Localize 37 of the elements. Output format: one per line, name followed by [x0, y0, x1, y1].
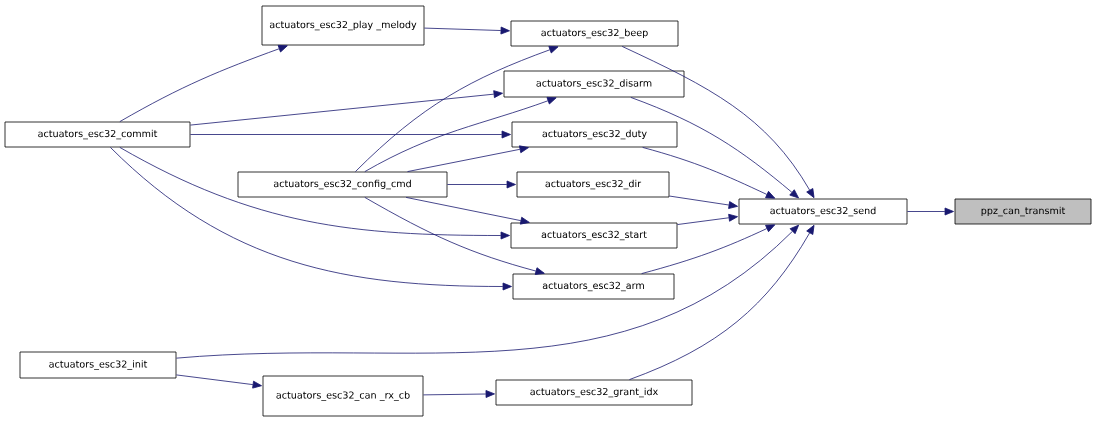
arrow	[629, 224, 815, 380]
function-box: actuators_esc32_start	[510, 222, 678, 249]
function-box: actuators_esc32_dir	[516, 171, 670, 198]
arrow	[176, 224, 799, 359]
arrow	[630, 97, 799, 199]
function-box: actuators_esc32_init	[19, 351, 177, 379]
function-box: actuators_esc32_play _melody	[261, 5, 425, 46]
arrow	[364, 197, 545, 275]
arrow	[642, 147, 776, 199]
arrow	[176, 374, 262, 389]
arrow	[110, 147, 512, 291]
arrow	[364, 96, 557, 172]
function-box: actuators_esc32_arm	[512, 273, 675, 300]
arrow	[190, 90, 503, 126]
function-box: actuators_esc32_config_cmd	[237, 171, 448, 198]
arrow	[423, 390, 495, 398]
arrow	[119, 147, 510, 240]
function-box: actuators_esc32_can _rx_cb	[262, 375, 424, 417]
arrow	[677, 213, 738, 225]
arrow	[405, 197, 530, 225]
function-box: actuators_esc32_send	[738, 198, 908, 225]
arrow	[407, 145, 529, 172]
function-box: actuators_esc32_grant_idx	[495, 379, 693, 406]
function-box: actuators_esc32_duty	[511, 121, 678, 148]
function-box: actuators_esc32_disarm	[503, 70, 685, 98]
arrow	[641, 224, 776, 274]
arrow	[669, 195, 738, 209]
arrow	[355, 46, 559, 172]
arrow	[447, 180, 516, 189]
arrow	[621, 46, 815, 199]
arrow	[424, 26, 510, 35]
function-box: actuators_esc32_beep	[510, 20, 679, 47]
arrow	[190, 130, 511, 139]
function-box: ppz_can_transmit	[954, 198, 1092, 225]
function-box: actuators_esc32_commit	[4, 121, 191, 148]
arrow	[119, 45, 288, 122]
arrow	[907, 207, 954, 216]
